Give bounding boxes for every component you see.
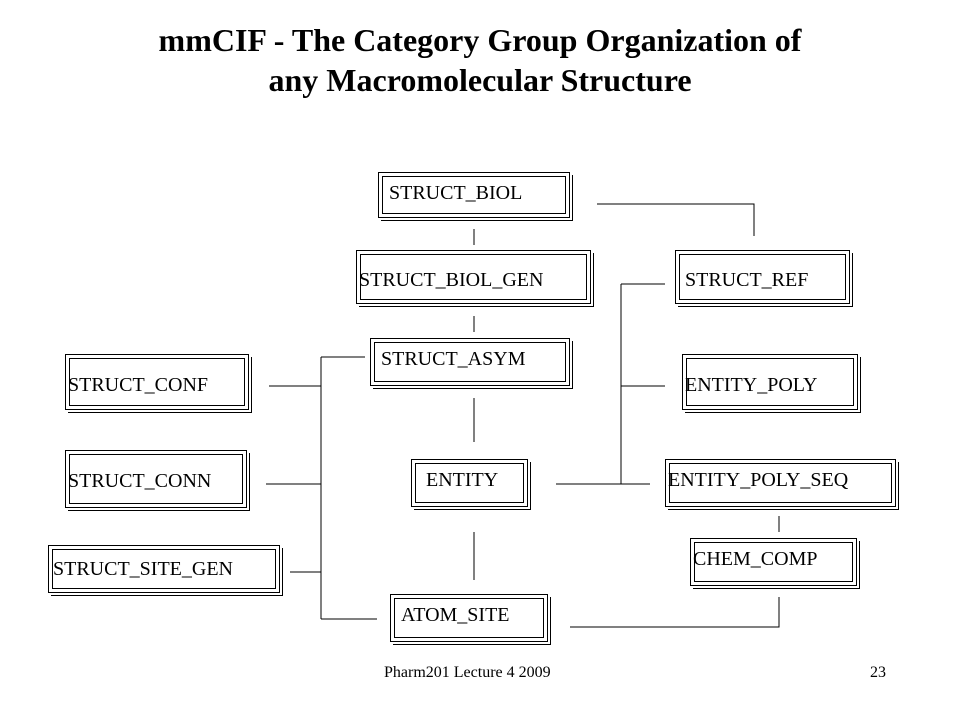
node-label: STRUCT_BIOL_GEN <box>359 269 544 291</box>
title-line-2: any Macromolecular Structure <box>268 62 692 98</box>
node-struct-biol: STRUCT_BIOL <box>378 172 570 218</box>
node-label: STRUCT_BIOL <box>389 182 523 204</box>
node-struct-ref: STRUCT_REF <box>675 250 850 304</box>
footer-lecture: Pharm201 Lecture 4 2009 <box>384 664 551 681</box>
node-label: ATOM_SITE <box>401 604 510 626</box>
node-atom-site: ATOM_SITE <box>390 594 548 642</box>
node-label: STRUCT_SITE_GEN <box>53 558 233 580</box>
slide-title: mmCIF - The Category Group Organization … <box>0 20 960 100</box>
node-label: STRUCT_REF <box>685 269 809 291</box>
node-chem-comp: CHEM_COMP <box>690 538 857 586</box>
title-line-1: mmCIF - The Category Group Organization … <box>158 22 802 58</box>
node-struct-conn: STRUCT_CONN <box>65 450 247 508</box>
node-label: STRUCT_ASYM <box>381 348 526 370</box>
footer-page-number: 23 <box>870 664 886 681</box>
node-label: CHEM_COMP <box>693 548 818 570</box>
node-label: STRUCT_CONN <box>68 470 212 492</box>
node-label: STRUCT_CONF <box>68 374 209 396</box>
connector-chemcomp-atomsite <box>570 597 780 628</box>
node-struct-asym: STRUCT_ASYM <box>370 338 570 386</box>
node-struct-biol-gen: STRUCT_BIOL_GEN <box>356 250 591 304</box>
node-entity-poly-seq: ENTITY_POLY_SEQ <box>665 459 896 507</box>
node-entity-poly: ENTITY_POLY <box>682 354 858 410</box>
node-struct-conf: STRUCT_CONF <box>65 354 249 410</box>
node-entity: ENTITY <box>411 459 528 507</box>
node-label: ENTITY_POLY <box>685 374 818 396</box>
node-label: ENTITY <box>426 469 499 491</box>
node-label: ENTITY_POLY_SEQ <box>668 469 849 491</box>
connector-biol-ref <box>597 203 755 236</box>
node-struct-site-gen: STRUCT_SITE_GEN <box>48 545 280 593</box>
